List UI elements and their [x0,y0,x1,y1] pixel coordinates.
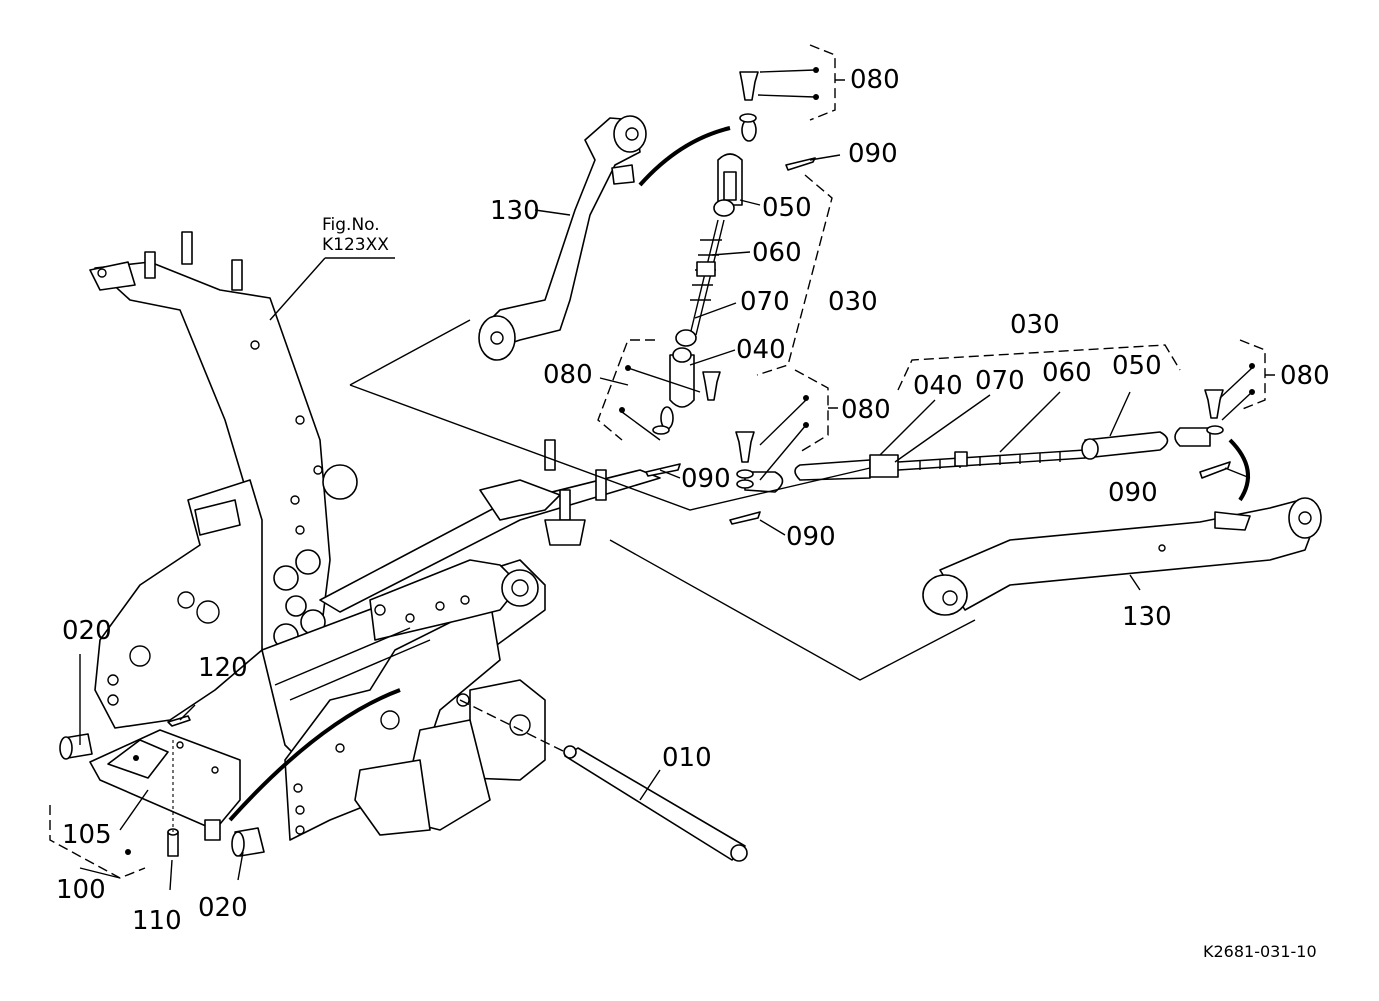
callout-020-left: 020 [62,616,112,646]
callout-040-right: 040 [913,371,963,401]
turnbuckle-vertical [645,71,816,477]
callout-050-right: 050 [1112,351,1162,381]
callout-060-top: 060 [752,238,802,268]
callout-090-right: 090 [1108,478,1158,508]
callout-110: 110 [132,906,182,936]
callout-090-top: 090 [848,139,898,169]
bracket-100 [89,715,241,857]
lift-rod-130-upper [478,115,647,361]
lift-rod-130-lower [922,497,1322,616]
figure-ref-line2: K123XX [322,235,389,256]
figure-ref-line1: Fig.No. [322,215,380,235]
callout-030-left: 030 [828,287,878,317]
callout-130-lower: 130 [1122,602,1172,632]
callout-090-mid-left: 090 [681,464,731,494]
diagram-code: K2681-031-10 [1203,942,1317,961]
callout-040-left: 040 [736,335,786,365]
callout-080-top: 080 [850,65,900,95]
callout-130-upper: 130 [490,196,540,226]
callout-070-top: 070 [740,287,790,317]
callout-060-right: 060 [1042,358,1092,388]
callout-090-mid: 090 [786,522,836,552]
lift-frame [261,439,661,841]
callout-020-bottom: 020 [198,893,248,923]
callout-100: 100 [56,875,106,905]
bushings-020 [59,733,265,857]
figure-reference: Fig.No. K123XX [322,215,389,256]
shaft-010 [459,699,748,862]
turnbuckle-horizontal [729,389,1231,525]
callout-105: 105 [62,820,112,850]
callout-080-right: 080 [1280,361,1330,391]
callout-030-right: 030 [1010,310,1060,340]
assembly-arrows [228,126,1250,822]
callout-080-mid: 080 [841,395,891,425]
callout-050-top: 050 [762,193,812,223]
callout-080-left: 080 [543,360,593,390]
group-brackets [49,44,1266,879]
callout-120: 120 [198,653,248,683]
callout-010: 010 [662,743,712,773]
reference-dots [125,67,1255,855]
main-frame [89,231,358,729]
callout-070-right: 070 [975,366,1025,396]
leader-lines [79,69,1275,891]
